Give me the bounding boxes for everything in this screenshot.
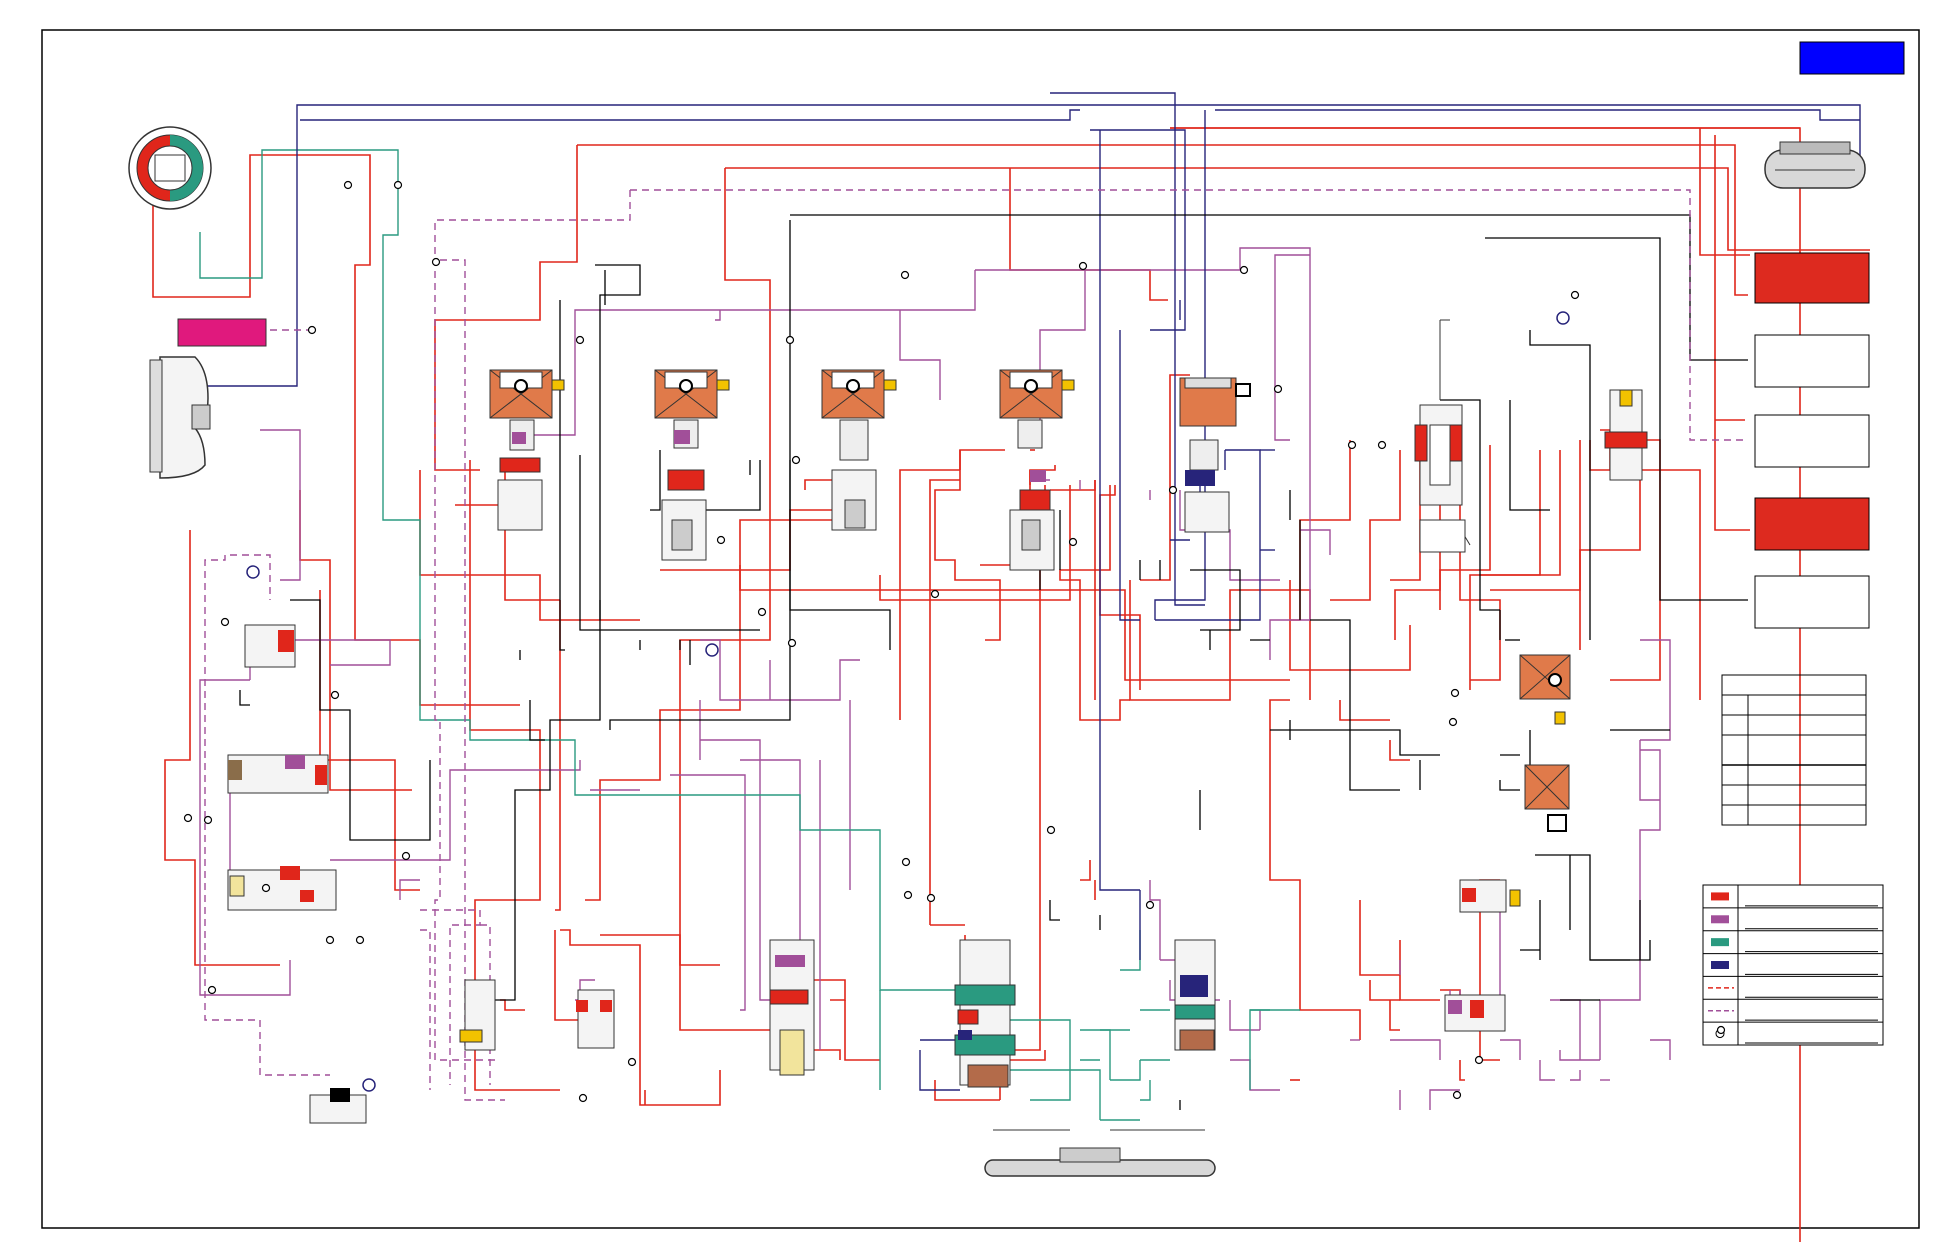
- valve-bottom-1: [769, 939, 815, 1076]
- legend-swatch: [1711, 961, 1729, 969]
- valve-left-3: [227, 866, 337, 911]
- solenoid-7: [1524, 764, 1570, 832]
- solenoid-4: [999, 369, 1075, 571]
- orifice-marker: [343, 180, 353, 190]
- title-box: [1799, 41, 1905, 75]
- valve-bottom-2: [954, 939, 1016, 1088]
- orifice-marker: [1273, 384, 1283, 394]
- valve-bottom-5: [576, 989, 615, 1049]
- orifice-marker: [1347, 440, 1357, 450]
- orifice-marker: [183, 813, 193, 823]
- orifice-marker: [207, 985, 217, 995]
- orifice-marker: [1377, 440, 1387, 450]
- orifice-marker: [903, 890, 913, 900]
- orifice-marker: [627, 1057, 637, 1067]
- dashed-circuits: [204, 189, 1748, 1101]
- valve-left-2: [227, 754, 329, 794]
- valve-bottom-3: [1174, 939, 1216, 1051]
- orifice-marker: [1145, 900, 1155, 910]
- manual-valve: [1414, 319, 1471, 553]
- reference-table: [1721, 674, 1867, 826]
- orifice-marker: [1716, 1025, 1726, 1035]
- page-frame: [41, 29, 1920, 1229]
- orifice-marker: [1046, 825, 1056, 835]
- solenoid-3: [821, 369, 897, 531]
- orifice-marker: [1239, 265, 1249, 275]
- orifice-marker: [1078, 261, 1088, 271]
- exhaust-return-circuits: [239, 214, 1748, 1110]
- valve-bottom-4: [459, 979, 496, 1051]
- orifice-marker: [791, 455, 801, 465]
- orifice-marker: [431, 257, 441, 267]
- orifice-marker: [1448, 717, 1458, 727]
- valve-left-4: [309, 1088, 367, 1124]
- pump: [128, 126, 212, 210]
- solenoid-1: [489, 369, 565, 531]
- line-pressure-circuits: [152, 127, 1870, 1242]
- orifice-marker: [307, 325, 317, 335]
- color-legend: [1702, 884, 1884, 1046]
- check-ball-2: [705, 643, 719, 657]
- clutch-box-5: [1754, 575, 1870, 629]
- torque-converter: [149, 356, 211, 479]
- orifice-marker: [1168, 485, 1178, 495]
- solenoid-2: [654, 369, 730, 561]
- valve-left-1: [244, 624, 296, 668]
- filter: [177, 318, 267, 347]
- orifice-marker: [757, 607, 767, 617]
- solenoid-5: [1179, 377, 1251, 533]
- clutch-box-2: [1754, 334, 1870, 388]
- clutch-box-1: [1754, 252, 1870, 304]
- orifice-marker: [1068, 537, 1078, 547]
- valve-right-lower-2: [1444, 994, 1506, 1032]
- oil-pan: [984, 1129, 1216, 1177]
- legend-swatch: [1711, 892, 1729, 901]
- cooler: [1764, 141, 1866, 189]
- orifice-marker: [355, 935, 365, 945]
- orifice-marker: [930, 589, 940, 599]
- orifice-marker: [785, 335, 795, 345]
- orifice-marker: [716, 535, 726, 545]
- orifice-marker: [1474, 1055, 1484, 1065]
- orifice-marker: [393, 180, 403, 190]
- orifice-markers: [183, 180, 1726, 1103]
- orifice-marker: [578, 1093, 588, 1103]
- orifice-marker: [220, 617, 230, 627]
- legend-swatch: [1711, 938, 1729, 947]
- orifice-marker: [401, 851, 411, 861]
- valve-right-upper: [1604, 389, 1648, 481]
- orifice-marker: [203, 815, 213, 825]
- check-ball-1: [246, 565, 260, 579]
- clutch-box-4: [1754, 497, 1870, 551]
- orifice-marker: [330, 690, 340, 700]
- lube-cooler-circuits: [199, 149, 1300, 1121]
- solenoid-6: [1519, 654, 1571, 725]
- orifice-marker: [926, 893, 936, 903]
- orifice-marker: [1452, 1090, 1462, 1100]
- orifice-marker: [900, 270, 910, 280]
- orifice-marker: [1450, 688, 1460, 698]
- converter-feed-circuits: [204, 92, 1861, 1091]
- clutch-box-3: [1754, 414, 1870, 468]
- orifice-marker: [787, 638, 797, 648]
- orifice-marker: [1570, 290, 1580, 300]
- orifice-marker: [325, 935, 335, 945]
- orifice-marker: [901, 857, 911, 867]
- check-ball-3: [1556, 311, 1570, 325]
- check-ball-4: [362, 1078, 376, 1092]
- valve-right-lower-1: [1459, 879, 1521, 913]
- orifice-marker: [575, 335, 585, 345]
- legend-swatch: [1711, 915, 1729, 924]
- orifice-marker: [261, 883, 271, 893]
